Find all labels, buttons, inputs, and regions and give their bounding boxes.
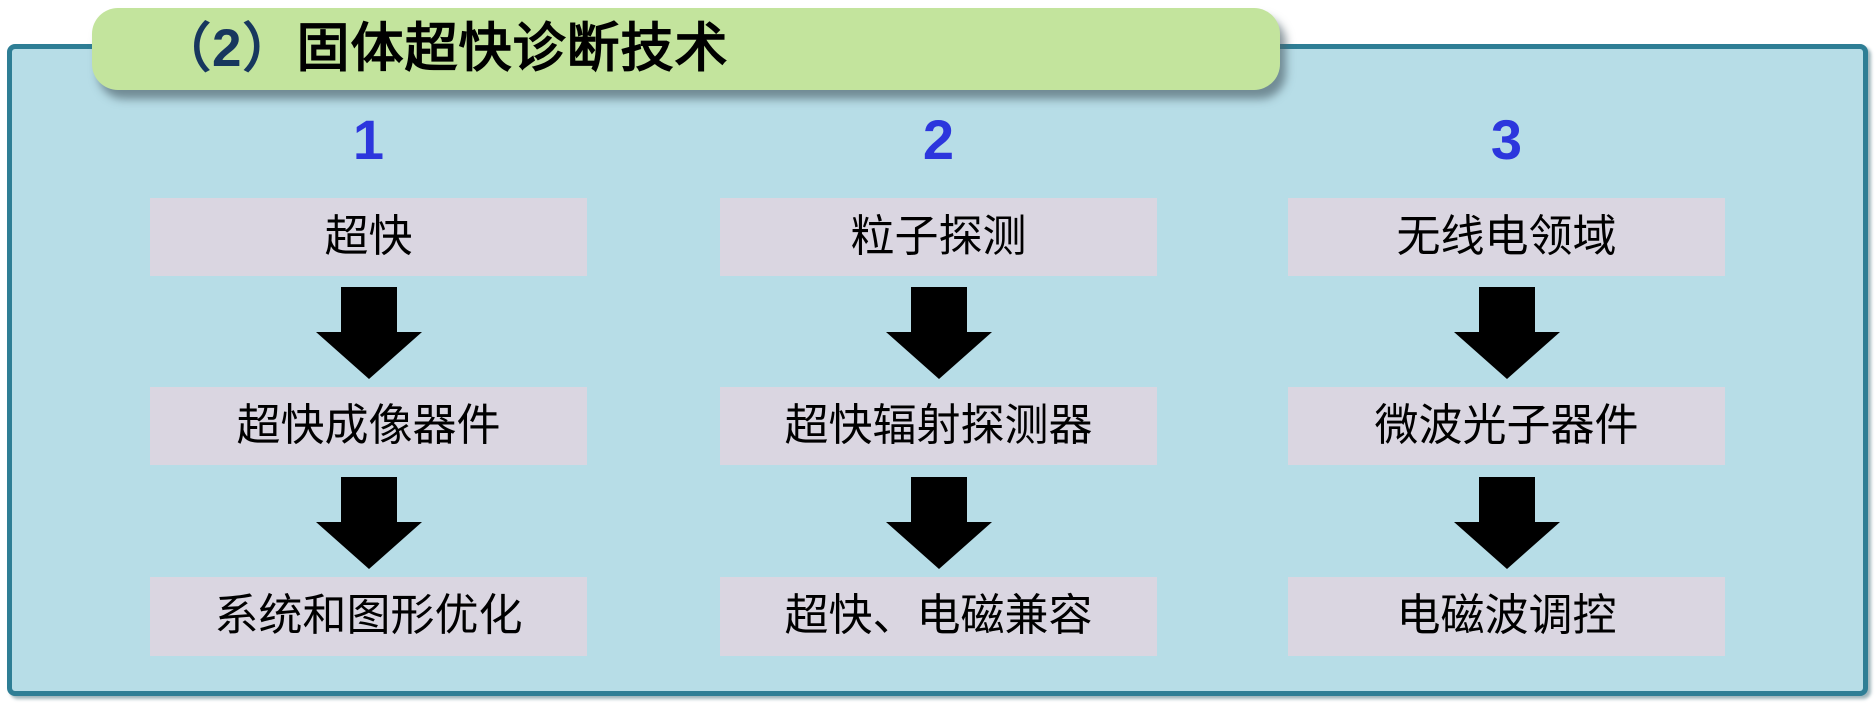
flow-step: 无线电领域: [1288, 198, 1725, 276]
down-arrow-icon: [315, 287, 422, 379]
flow-column-2: 2 粒子探测 超快辐射探测器 超快、电磁兼容: [720, 0, 1157, 707]
column-number: 2: [922, 108, 955, 171]
flow-step: 电磁波调控: [1288, 577, 1725, 656]
down-arrow-icon: [885, 477, 992, 569]
flow-step: 超快辐射探测器: [720, 387, 1157, 465]
down-arrow-icon: [1453, 287, 1560, 379]
flow-column-3: 3 无线电领域 微波光子器件 电磁波调控: [1288, 0, 1725, 707]
flow-step: 超快成像器件: [150, 387, 587, 465]
title-number-prefix: （2）: [158, 19, 297, 78]
down-arrow-icon: [1453, 477, 1560, 569]
down-arrow-icon: [885, 287, 992, 379]
column-number: 3: [1490, 108, 1523, 171]
title-bar: （2）固体超快诊断技术: [92, 8, 1280, 90]
flow-step: 微波光子器件: [1288, 387, 1725, 465]
flow-step: 系统和图形优化: [150, 577, 587, 656]
down-arrow-icon: [315, 477, 422, 569]
flow-step: 超快、电磁兼容: [720, 577, 1157, 656]
column-number: 1: [352, 108, 385, 171]
page-title: 固体超快诊断技术: [296, 19, 729, 78]
flow-column-1: 1 超快 超快成像器件 系统和图形优化: [150, 0, 587, 707]
flow-step: 粒子探测: [720, 198, 1157, 276]
flow-step: 超快: [150, 198, 587, 276]
